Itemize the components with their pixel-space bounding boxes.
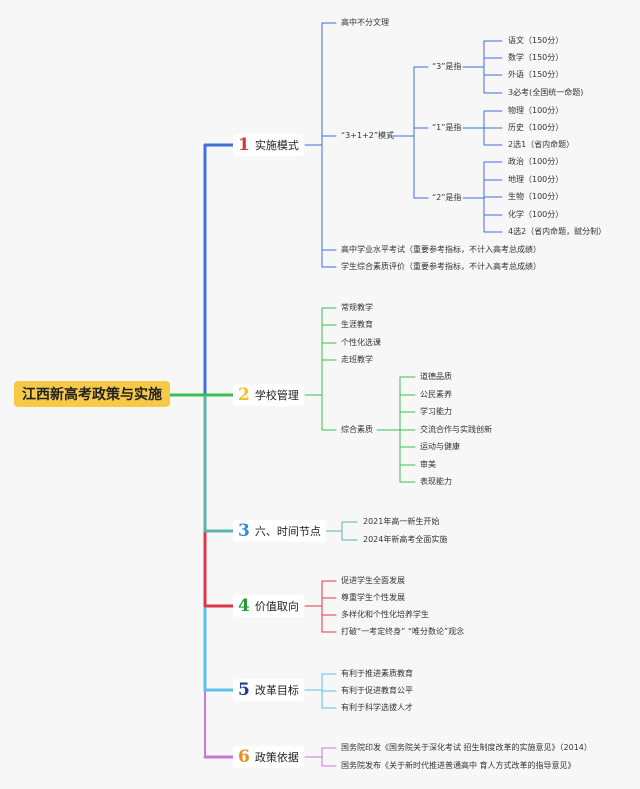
branch-school-management[interactable]: 2 学校管理 bbox=[233, 384, 304, 406]
branch-implementation-mode[interactable]: 1 实施模式 bbox=[233, 134, 304, 156]
topic-class-shifting[interactable]: 走班教学 bbox=[341, 355, 373, 364]
topic-3-1-2-mode[interactable]: “3+1+2”模式 bbox=[341, 131, 394, 140]
topic-politics[interactable]: 政治（100分） bbox=[508, 157, 564, 166]
topic-chinese[interactable]: 语文（150分） bbox=[508, 36, 564, 45]
topic-talent-selection[interactable]: 有利于科学选拔人才 bbox=[341, 703, 413, 712]
topic-geography[interactable]: 地理（100分） bbox=[508, 175, 564, 184]
branch-value-orientation[interactable]: 4 价值取向 bbox=[233, 595, 304, 617]
branch-number: 1 bbox=[238, 135, 250, 155]
topic-2024-full-implementation[interactable]: 2024年新高考全面实施 bbox=[363, 535, 448, 544]
topic-break-one-exam[interactable]: 打破“一考定终身” “唯分数论”观念 bbox=[341, 627, 465, 636]
branch-number: 6 bbox=[238, 747, 250, 767]
topic-academic-proficiency-test[interactable]: 高中学业水平考试（重要参考指标，不计入高考总成绩） bbox=[341, 245, 541, 254]
topic-2021-start[interactable]: 2021年高一新生开始 bbox=[363, 517, 440, 526]
branch-reform-goals[interactable]: 5 改革目标 bbox=[233, 679, 304, 701]
topic-civic-literacy[interactable]: 公民素养 bbox=[420, 390, 452, 399]
root-title: 江西新高考政策与实施 bbox=[22, 387, 162, 403]
topic-regular-teaching[interactable]: 常规教学 bbox=[341, 303, 373, 312]
topic-physics[interactable]: 物理（100分） bbox=[508, 106, 564, 115]
branch-policy-basis[interactable]: 6 政策依据 bbox=[233, 746, 304, 768]
branch-number: 3 bbox=[238, 521, 250, 541]
topic-state-council-2014[interactable]: 国务院印发《国务院关于深化考试 招生制度改革的实施意见》（2014） bbox=[341, 743, 592, 752]
topic-career-education[interactable]: 生涯教育 bbox=[341, 320, 373, 329]
branch-number: 5 bbox=[238, 680, 250, 700]
topic-expression-ability[interactable]: 表现能力 bbox=[420, 477, 452, 486]
topic-1-means[interactable]: “1”是指 bbox=[432, 123, 462, 132]
branch-label: 价值取向 bbox=[254, 600, 299, 613]
topic-foreign-language[interactable]: 外语（150分） bbox=[508, 70, 564, 79]
topic-comprehensive-quality[interactable]: 综合素质 bbox=[341, 425, 373, 434]
topic-personalized-course-selection[interactable]: 个性化选课 bbox=[341, 338, 381, 347]
topic-state-council-guidance[interactable]: 国务院发布《关于新时代推进普通高中 育人方式改革的指导意见》 bbox=[341, 761, 576, 770]
branch-label: 政策依据 bbox=[254, 751, 299, 764]
branch-label: 实施模式 bbox=[254, 139, 299, 152]
topic-all-round-development[interactable]: 促进学生全面发展 bbox=[341, 576, 405, 585]
topic-choose-2-of-4[interactable]: 4选2（省内命题，赋分制） bbox=[508, 227, 607, 236]
branch-timeline[interactable]: 3 六、时间节点 bbox=[233, 520, 326, 542]
topic-2-means[interactable]: “2”是指 bbox=[432, 193, 462, 202]
topic-3-means[interactable]: “3”是指 bbox=[432, 62, 462, 71]
topic-history[interactable]: 历史（100分） bbox=[508, 123, 564, 132]
topic-learning-ability[interactable]: 学习能力 bbox=[420, 407, 452, 416]
topic-aesthetics[interactable]: 审美 bbox=[420, 460, 436, 469]
topic-moral-character[interactable]: 道德品质 bbox=[420, 372, 452, 381]
branch-label: 六、时间节点 bbox=[254, 525, 321, 538]
root-topic[interactable]: 江西新高考政策与实施 bbox=[14, 381, 170, 407]
topic-biology[interactable]: 生物（100分） bbox=[508, 192, 564, 201]
branch-label: 学校管理 bbox=[254, 389, 299, 402]
topic-math[interactable]: 数学（150分） bbox=[508, 53, 564, 62]
topic-no-arts-science-split[interactable]: 高中不分文理 bbox=[341, 18, 389, 27]
topic-communication-innovation[interactable]: 交流合作与实践创新 bbox=[420, 425, 492, 434]
topic-education-equity[interactable]: 有利于促进教育公平 bbox=[341, 686, 413, 695]
topic-comprehensive-evaluation[interactable]: 学生综合素质评价（重要参考指标，不计入高考总成绩） bbox=[341, 262, 541, 271]
topic-respect-individuality[interactable]: 尊重学生个性发展 bbox=[341, 593, 405, 602]
topic-diversified-cultivation[interactable]: 多样化和个性化培养学生 bbox=[341, 610, 429, 619]
branch-label: 改革目标 bbox=[254, 684, 299, 697]
branch-number: 2 bbox=[238, 385, 250, 405]
topic-quality-education[interactable]: 有利于推进素质教育 bbox=[341, 669, 413, 678]
topic-sports-health[interactable]: 运动与健康 bbox=[420, 442, 460, 451]
branch-number: 4 bbox=[238, 596, 250, 616]
topic-chemistry[interactable]: 化学（100分） bbox=[508, 210, 564, 219]
topic-choose-1-of-2[interactable]: 2选1（省内命题） bbox=[508, 140, 575, 149]
topic-3-compulsory[interactable]: 3必考(全国统一命题) bbox=[508, 88, 584, 97]
